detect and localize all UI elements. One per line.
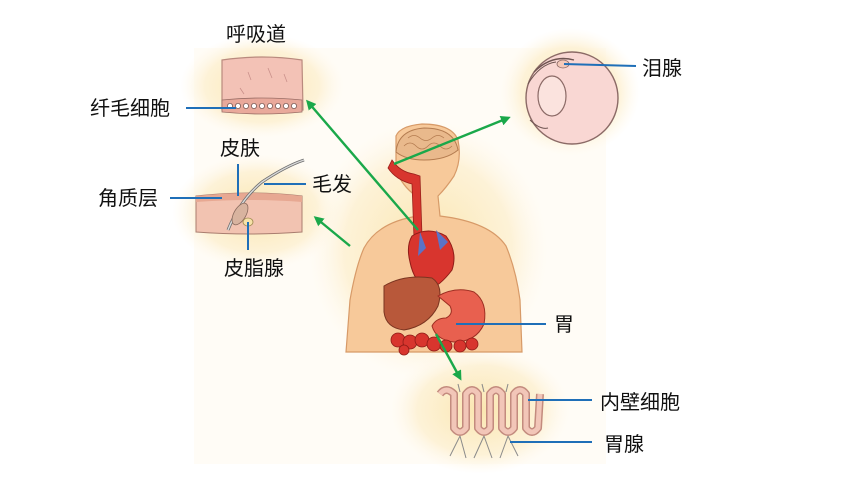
arrow-to-gastric <box>434 333 462 381</box>
arrow-to-eye <box>393 115 511 166</box>
label-sebaceous-gland: 皮脂腺 <box>224 256 284 280</box>
arrow-to-skin <box>313 216 351 247</box>
label-inner-wall-cells: 内壁细胞 <box>600 390 680 414</box>
label-stomach: 胃 <box>554 312 574 336</box>
flow-arrows <box>306 99 511 381</box>
pointer-lacrimal-gland <box>563 63 637 67</box>
label-cilia-cells: 纤毛细胞 <box>90 96 170 120</box>
skin-tissue <box>195 158 305 235</box>
label-skin: 皮肤 <box>220 136 260 160</box>
airway-tissue <box>221 56 304 115</box>
eye-illustration <box>525 51 619 145</box>
label-respiratory-tract: 呼吸道 <box>226 22 286 46</box>
arrow-to-airway <box>306 99 419 231</box>
gastric-gland-tissue <box>436 383 544 459</box>
label-stratum-corneum: 角质层 <box>98 186 158 210</box>
label-lacrimal-gland: 泪腺 <box>642 56 682 80</box>
pointer-lines <box>170 63 637 443</box>
label-gastric-gland: 胃腺 <box>604 432 644 456</box>
human-torso <box>345 123 523 356</box>
label-hair: 毛发 <box>312 172 352 196</box>
